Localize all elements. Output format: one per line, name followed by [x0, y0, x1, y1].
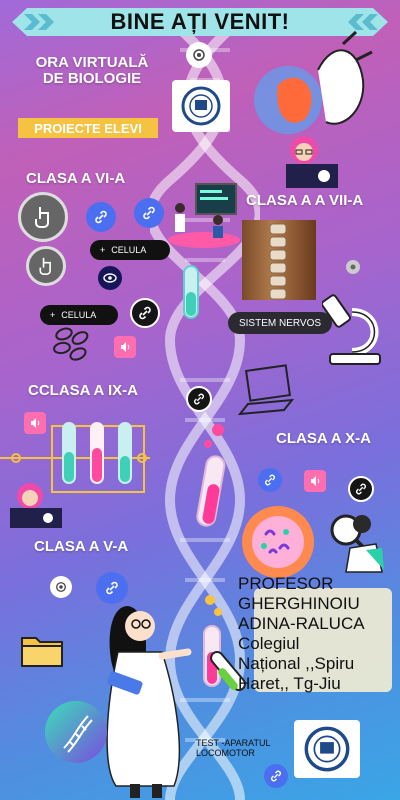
- eye-icon: [103, 273, 117, 283]
- link-button-clasa10[interactable]: [258, 468, 282, 492]
- sistem-nervos-button[interactable]: SISTEM NERVOS: [228, 312, 332, 334]
- school-logo-top[interactable]: [172, 80, 230, 132]
- link-button-clasa6-2[interactable]: [134, 198, 164, 228]
- title-line-1: ORA VIRTUALĂ: [35, 54, 149, 71]
- lab-hand-flask-illustration: [254, 30, 373, 134]
- spine-vertebrae-graphic: [269, 223, 287, 300]
- audio-button-celula[interactable]: [114, 336, 136, 358]
- banner-chevron-right-icon: [348, 14, 378, 30]
- professor-line-3: ADINA-RALUCA: [238, 614, 365, 633]
- folder-icon[interactable]: [20, 632, 64, 668]
- test-locomotor-link[interactable]: TEST -APARATUL LOCOMOTOR: [196, 738, 271, 758]
- clasa-5-heading: CLASA A V-A: [34, 538, 129, 555]
- girl-laptop-icon-left[interactable]: [8, 480, 64, 530]
- link-icon: [106, 581, 118, 595]
- microscope-illustration: [322, 294, 381, 365]
- professor-line-2: GHERGHINOIU: [238, 594, 360, 613]
- hand-pointer-icon: [193, 49, 205, 61]
- link-button-test[interactable]: [264, 764, 288, 788]
- eye-button[interactable]: [98, 266, 122, 290]
- proiecte-elevi-button[interactable]: PROIECTE ELEVI: [18, 118, 158, 138]
- welcome-banner: BINE AȚI VENIT!: [12, 8, 388, 36]
- hand-pointer-icon: [39, 257, 51, 275]
- hand-pointer-icon: [56, 582, 66, 592]
- dna-circle-icon[interactable]: [44, 700, 108, 764]
- bacteria-culture-illustration: [242, 506, 314, 578]
- test-tube-green-illustration: [203, 595, 246, 692]
- link-icon: [143, 206, 155, 220]
- laptop-outline-icon: [238, 364, 294, 416]
- plus-icon: +: [100, 245, 106, 255]
- banner-chevron-left-icon: [24, 14, 54, 30]
- clasa-7-heading: CLASA A A VII-A: [246, 192, 364, 209]
- link-icon: [139, 306, 151, 320]
- speaker-icon: [121, 342, 130, 352]
- link-button-clasa5[interactable]: [96, 572, 128, 604]
- celula-button-1[interactable]: + CELULA: [90, 240, 170, 260]
- test-tube-pink-illustration: [196, 424, 226, 527]
- tap-button-clasa5[interactable]: [50, 576, 72, 598]
- professor-line-5: Național ,,Spiru: [238, 654, 355, 673]
- professor-line-6: Haret,, Tg-Jiu: [238, 674, 341, 693]
- sistem-nervos-label: SISTEM NERVOS: [238, 317, 322, 329]
- tap-button-clasa6-1[interactable]: [18, 192, 68, 242]
- test-line-1: TEST -APARATUL: [196, 738, 271, 748]
- test-tube-teal-illustration: [183, 265, 199, 319]
- link-icon: [356, 483, 366, 495]
- speaker-icon: [31, 418, 40, 428]
- test-tubes-rack-illustration: [0, 422, 150, 493]
- celula-button-2[interactable]: + CELULA: [40, 305, 118, 325]
- link-button-clasa6-1[interactable]: [86, 202, 116, 232]
- school-logo-bottom[interactable]: [294, 720, 360, 778]
- audio-button-clasa9[interactable]: [24, 412, 46, 434]
- school-seal-icon: [304, 726, 350, 772]
- professor-line-1: PROFESOR: [238, 574, 334, 593]
- scientist-magnifier-illustration: [330, 514, 384, 573]
- cells-beans-icon: [53, 327, 89, 361]
- clasa-10-heading: CLASA A X-A: [276, 430, 371, 447]
- hand-pointer-icon: [35, 207, 49, 228]
- scientists-monitor-illustration: [168, 183, 240, 248]
- title-line-2: DE BIOLOGIE: [42, 70, 142, 87]
- page-title: ORA VIRTUALĂ DE BIOLOGIE: [22, 55, 162, 87]
- school-seal-icon: [181, 86, 221, 126]
- link-button-clasa9[interactable]: [186, 386, 212, 412]
- professor-info-panel: [254, 588, 392, 692]
- tap-button-top[interactable]: [186, 42, 212, 68]
- celula-label-1: CELULA: [111, 245, 147, 255]
- link-button-clasa10-black[interactable]: [348, 476, 374, 502]
- link-icon: [194, 393, 204, 405]
- audio-button-clasa10[interactable]: [304, 470, 326, 492]
- hand-pointer-icon: [350, 264, 356, 270]
- link-icon: [271, 770, 281, 782]
- professor-line-4: Colegiul: [238, 634, 300, 653]
- link-icon: [265, 474, 275, 486]
- proiecte-elevi-label: PROIECTE ELEVI: [34, 120, 142, 136]
- clasa-6-heading: CLASA A VI-A: [26, 170, 126, 187]
- banner-title: BINE AȚI VENIT!: [110, 9, 290, 34]
- tap-button-small-right[interactable]: [346, 260, 360, 274]
- scientist-woman-illustration: [106, 606, 192, 798]
- spine-photo[interactable]: [242, 220, 316, 300]
- speaker-icon: [311, 476, 320, 486]
- plus-icon: +: [50, 310, 56, 320]
- tap-button-clasa6-2[interactable]: [26, 246, 66, 286]
- test-line-2: LOCOMOTOR: [196, 748, 255, 758]
- link-button-celula-2[interactable]: [130, 298, 160, 328]
- girl-laptop-icon[interactable]: [282, 130, 338, 190]
- professor-info-text: PROFESOR GHERGHINOIU ADINA-RALUCA Colegi…: [238, 574, 400, 694]
- clasa-9-heading: CCLASA A IX-A: [28, 382, 138, 399]
- celula-label-2: CELULA: [61, 310, 97, 320]
- link-icon: [95, 210, 107, 224]
